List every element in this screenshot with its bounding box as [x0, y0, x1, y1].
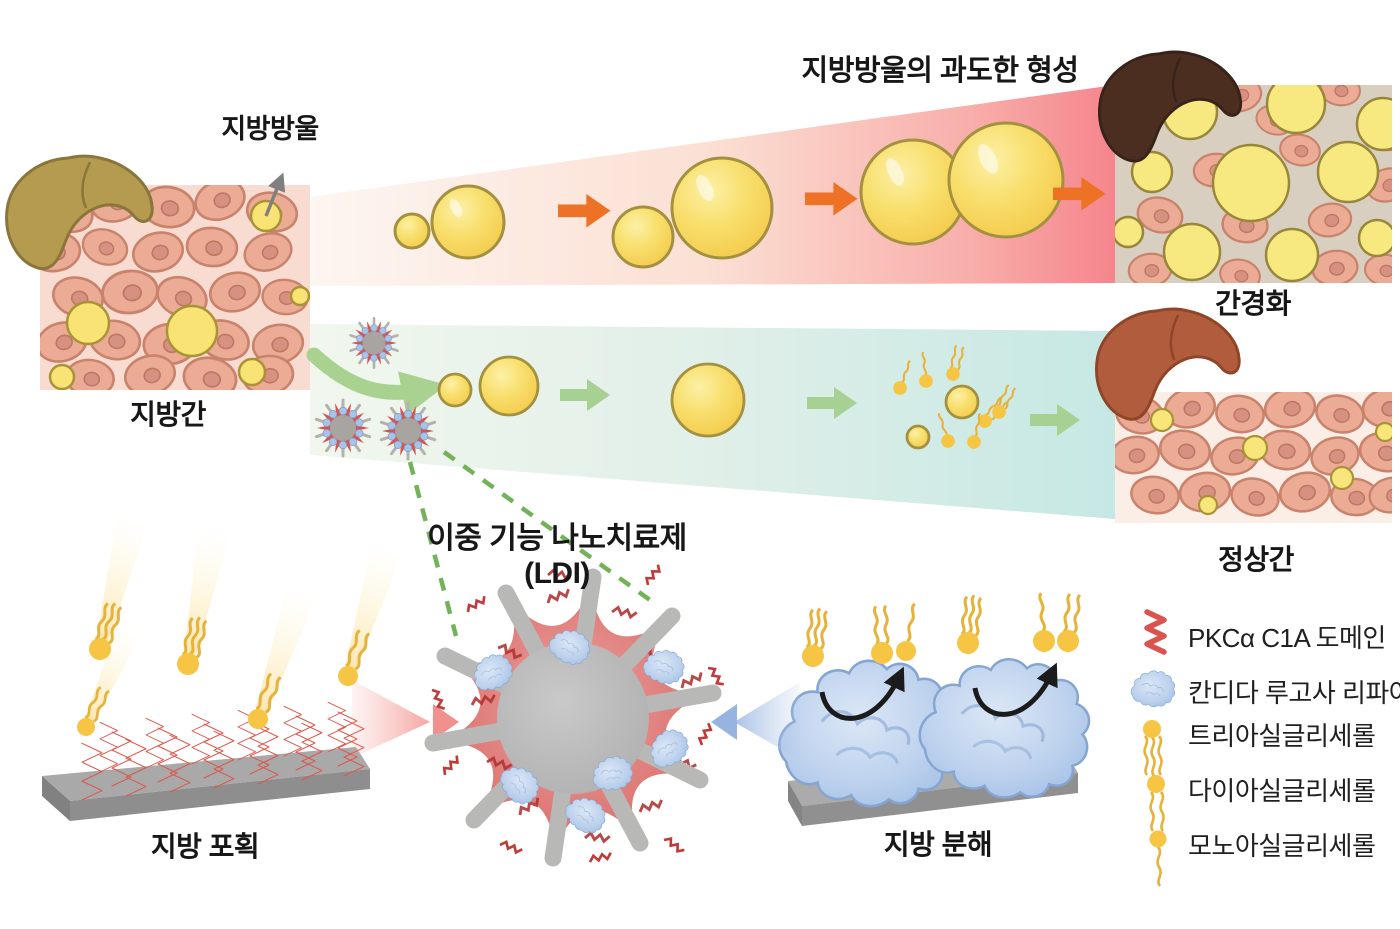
tissue-lipid-droplets [1115, 85, 1392, 283]
capture-funnel [352, 680, 430, 758]
lipid-droplet-label: 지방방울 [221, 114, 319, 144]
legend-item-monoacylglycerol: 모노아실글리세롤 [1188, 831, 1376, 861]
fatty-liver-label: 지방간 [130, 399, 206, 430]
nano-title: 이중 기능 나노치료제 [427, 522, 687, 555]
ldi-core [497, 642, 649, 794]
fat-breakdown-label: 지방 분해 [883, 829, 993, 860]
lipolysis-funnel [734, 682, 800, 760]
zoom-leader-lines [407, 450, 652, 637]
triacylglycerol-icon [1143, 720, 1163, 778]
cirrhotic-liver [1098, 50, 1243, 163]
legend-icons [1130, 609, 1176, 888]
treatment-entry-arrow [306, 347, 447, 416]
lipolysis-scene [777, 591, 1095, 826]
fatty-liver [5, 154, 154, 271]
top-pathway-title: 지방방울의 과도한 형성 [801, 55, 1079, 87]
falling-triacylglycerols [76, 601, 372, 737]
droplet-highlights [449, 144, 998, 218]
good-pathway-droplets [437, 355, 980, 450]
bad-pathway-droplets [393, 121, 1065, 269]
catalysis-arrows [819, 662, 1058, 721]
diacylglycerol-icon [1147, 775, 1165, 833]
fatty-tissue-block [40, 185, 310, 390]
candida-rugosa-lipase-icon [1130, 670, 1176, 708]
nano-subtitle: (LDI) [524, 557, 590, 590]
lipid-capture-scene [42, 515, 403, 821]
tissue-lipid-droplets [1149, 407, 1392, 516]
legend-item-pkc-c1a-domain: PKCα C1A 도메인 [1188, 623, 1386, 653]
monoacylglycerol-icon [1149, 830, 1167, 888]
legend-item-diacylglycerol: 다이아실글리세롤 [1188, 776, 1376, 806]
capture-funnel-arrowhead [433, 704, 459, 740]
legend-item-candida-rugosa-lipase: 칸디다 루고사 리파아제 [1188, 678, 1400, 708]
cirrhosis-label: 간경화 [1215, 288, 1291, 319]
ldi-nanoparticle [424, 563, 726, 867]
breakdown-molecules [893, 344, 1017, 449]
normal-tissue-block [1115, 392, 1392, 523]
lipid-droplet-pointer-arrow [264, 172, 286, 217]
normal-liver-label: 정상간 [1218, 544, 1294, 575]
released-glycerols [802, 591, 1082, 667]
lipolysis-funnel-arrowhead [711, 704, 737, 740]
legend-item-triacylglycerol: 트리아실글리세롤 [1188, 721, 1376, 751]
pkc-c1a-domain-icon [1144, 609, 1167, 655]
capture-platform [42, 747, 370, 821]
normal-liver [1095, 307, 1241, 421]
fat-capture-label: 지방 포획 [150, 831, 260, 862]
tissue-lipid-droplets [48, 199, 310, 390]
lipase-enzymes [777, 651, 1095, 808]
